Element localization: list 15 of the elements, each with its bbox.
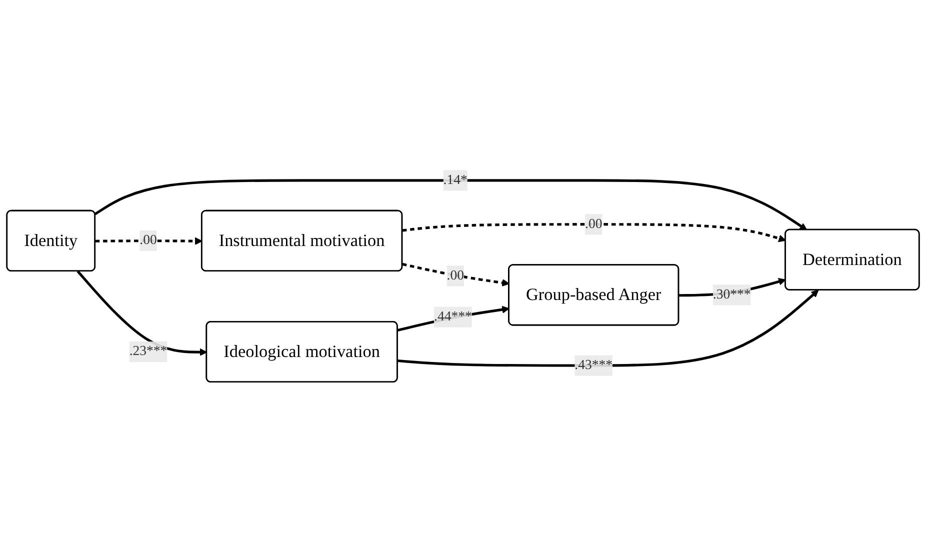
- edge-label: .14*: [443, 172, 468, 188]
- edge-label: .00: [446, 268, 464, 283]
- arrow: [397, 306, 510, 332]
- edge-label: .30***: [712, 287, 751, 302]
- arrow: [398, 290, 819, 367]
- edge-label: .00: [140, 232, 157, 248]
- arrow: [94, 179, 808, 230]
- edge-label: .23***: [129, 344, 168, 359]
- arrow: [95, 237, 202, 245]
- edge-label: .00: [585, 216, 602, 232]
- arrow: [402, 262, 510, 287]
- edge-label: .44***: [434, 309, 472, 324]
- edge-label: .43***: [574, 358, 613, 372]
- arrow: [402, 223, 786, 242]
- arrow: [76, 270, 208, 356]
